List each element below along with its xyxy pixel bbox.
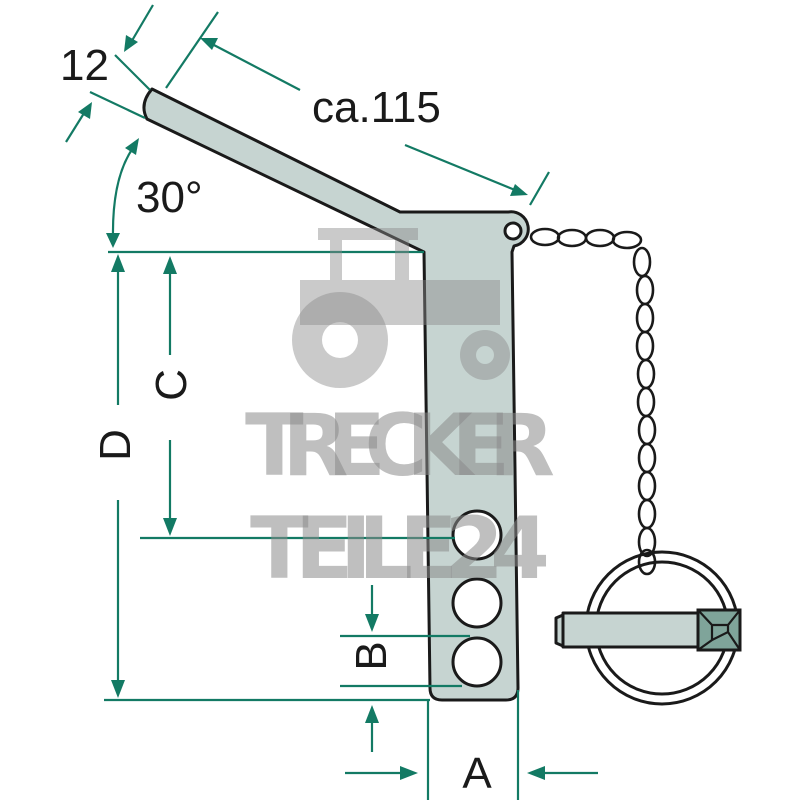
locking-pin [554, 608, 742, 652]
pin-body [142, 87, 530, 702]
dimension-b-label: B [347, 641, 396, 670]
thickness-label: 12 [60, 41, 109, 90]
angle-label: 30° [136, 173, 203, 222]
chain-eye [503, 221, 523, 241]
dimension-lines [65, 4, 598, 800]
hole-2 [451, 577, 503, 629]
hole-1 [451, 509, 503, 561]
dimension-c-label: C [147, 369, 196, 401]
dimension-d-label: D [91, 429, 140, 461]
dimension-a-label: A [462, 749, 492, 798]
length-label: ca.115 [312, 83, 441, 132]
hole-3 [451, 636, 503, 688]
chain [529, 227, 657, 576]
